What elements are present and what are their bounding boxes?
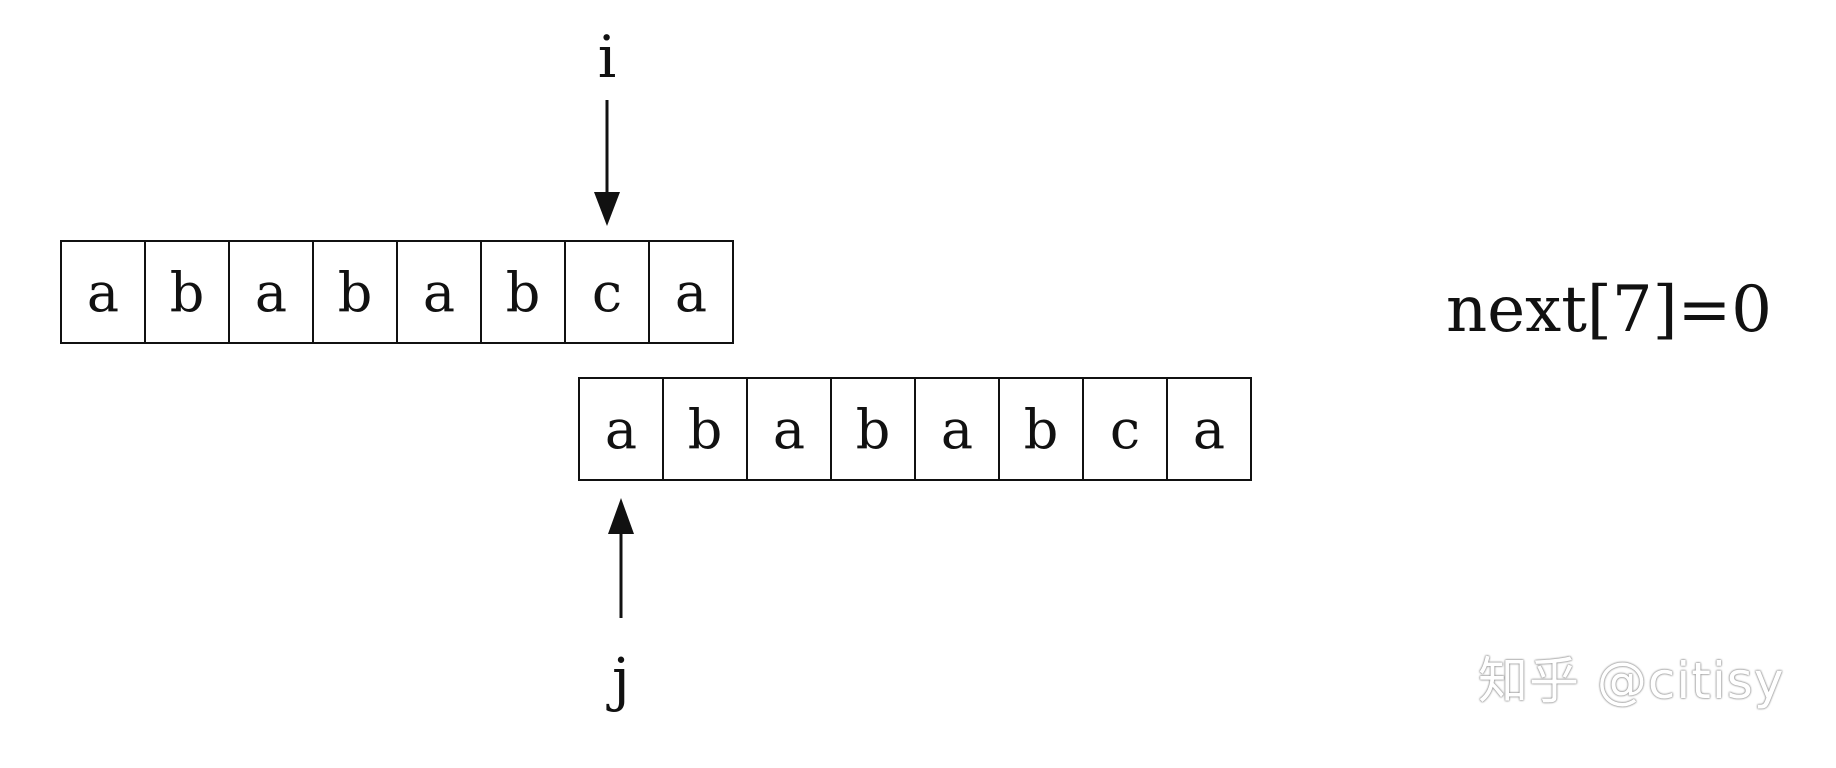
pattern-string-cell-5: b [998, 377, 1084, 481]
pattern-string-cell-0: a [578, 377, 664, 481]
text-string-cell-7: a [648, 240, 734, 344]
pattern-string-cell-4: a [914, 377, 1000, 481]
text-string-cell-4: a [396, 240, 482, 344]
text-string-cell-0: a [60, 240, 146, 344]
pointer-j-arrow-head [608, 498, 634, 534]
pattern-string-cell-1: b [662, 377, 748, 481]
text-string-cell-1: b [144, 240, 230, 344]
next-formula: next[7]=0 [1446, 273, 1772, 347]
pattern-string-cell-6: c [1082, 377, 1168, 481]
pattern-string-cell-7: a [1166, 377, 1252, 481]
zhihu-watermark: 知乎 @citisy [1478, 652, 1785, 710]
text-string-cell-6: c [564, 240, 650, 344]
pointer-j-label: j [612, 645, 630, 713]
text-string-cell-3: b [312, 240, 398, 344]
pointer-i-arrow-head [594, 192, 620, 226]
pointer-i-label: i [597, 23, 617, 91]
text-string-cell-5: b [480, 240, 566, 344]
